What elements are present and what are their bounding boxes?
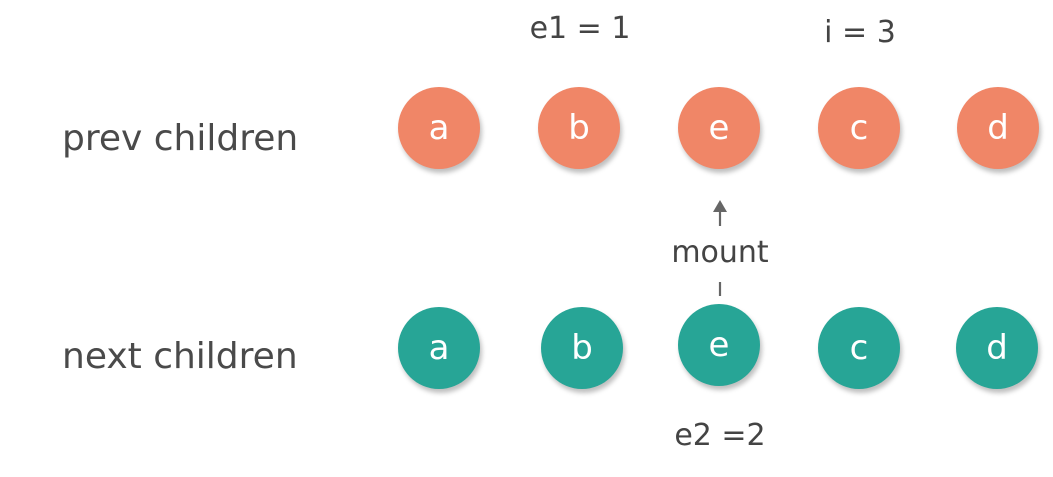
prev-node-a: a [398,87,480,169]
prev-children-label: prev children [62,118,299,159]
next-children-label: next children [62,336,298,377]
e2-annotation: e2 =2 [674,418,766,453]
next-node-a: a [398,307,480,389]
i-annotation: i = 3 [824,15,896,50]
mount-annotation: mount [671,235,769,270]
prev-node-c: c [818,87,900,169]
mount-arrowhead [713,200,727,212]
prev-node-b: b [538,87,620,169]
next-node-d: d [956,307,1038,389]
prev-node-e: e [678,87,760,169]
next-node-c: c [818,307,900,389]
prev-node-d: d [957,87,1039,169]
e1-annotation: e1 = 1 [529,11,631,46]
next-node-b: b [541,307,623,389]
next-node-e: e [678,304,760,386]
